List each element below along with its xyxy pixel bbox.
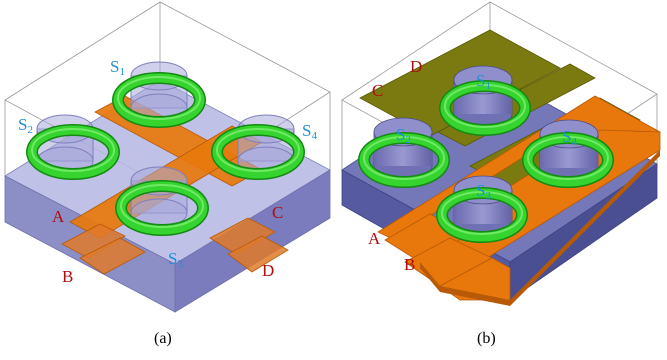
label-s3: S3 [476,181,491,202]
panel-a: S1 S2 S4 S3 A B C D [4,1,331,313]
label-s4: S4 [562,127,577,148]
caption-a: (a) [154,330,172,347]
label-s3: S3 [168,249,183,270]
label-s2: S2 [18,115,33,136]
label-s1: S1 [476,71,491,92]
panel-b-ring-3 [436,187,528,243]
panel-b-feed-edge [420,150,660,306]
label-port-d: D [262,261,274,280]
panel-b-ring-4 [522,132,614,188]
label-s2: S2 [396,125,411,146]
panel-a-ring-3 [115,180,209,236]
panel-a-cylinder-1 [130,61,188,123]
panel-b-labels: S1 S2 S4 S3 A B C D [368,57,577,274]
panel-b: S1 S2 S4 S3 A B C D [341,1,661,306]
label-port-d: D [410,57,422,76]
panel-a-ring-2 [26,124,120,180]
label-port-c: C [372,81,383,100]
panel-a-labels: S1 S2 S4 S3 A B C D [18,57,317,286]
label-s4: S4 [302,121,317,142]
panel-b-ring-2 [358,132,450,188]
panel-a-ring-1 [112,72,206,128]
label-s1: S1 [110,57,125,78]
caption-b: (b) [477,330,496,347]
panel-b-rings [358,80,614,243]
panel-a-cylinder-3 [130,166,188,228]
label-port-b: B [404,255,415,274]
label-port-a: A [52,207,65,226]
label-port-b: B [62,267,73,286]
label-port-a: A [368,229,381,248]
panel-a-ring-4 [211,124,305,180]
label-port-c: C [272,203,283,222]
panel-b-ring-1 [439,80,531,136]
panel-a-rings [26,72,305,236]
